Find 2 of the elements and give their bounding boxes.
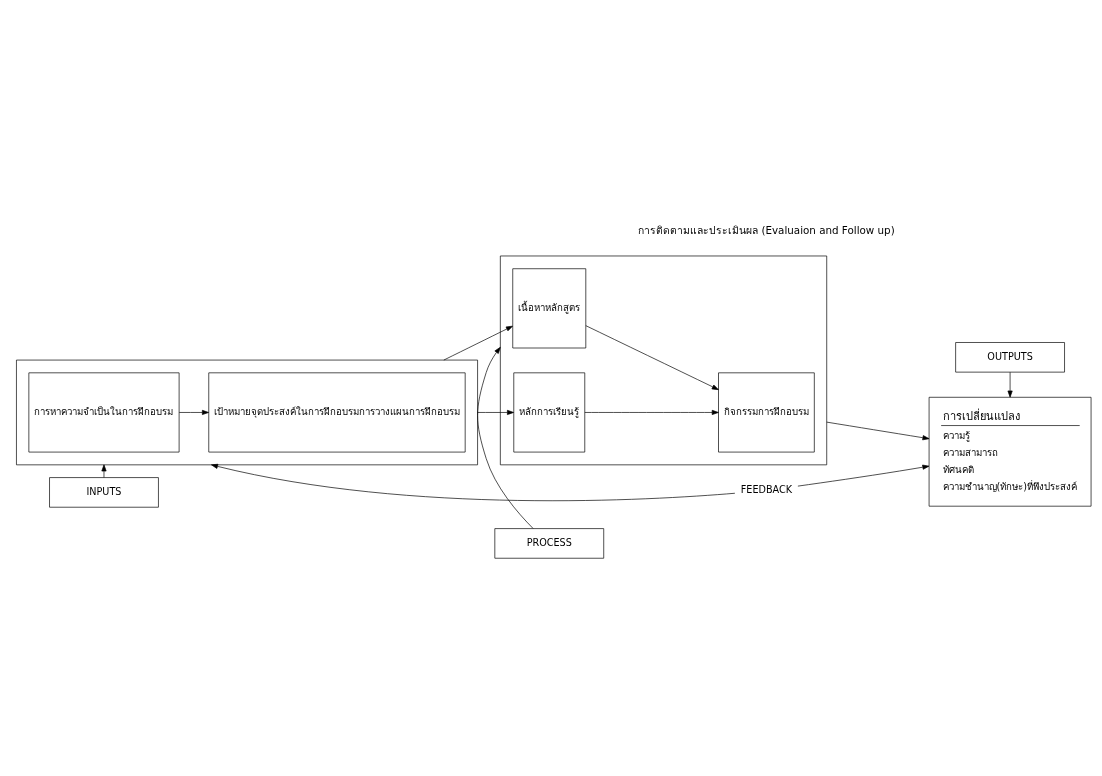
label: การติดตามและประเมินผล (Evaluaion and Follow up) [638,223,895,236]
node-text: FEEDBACK [740,483,793,495]
